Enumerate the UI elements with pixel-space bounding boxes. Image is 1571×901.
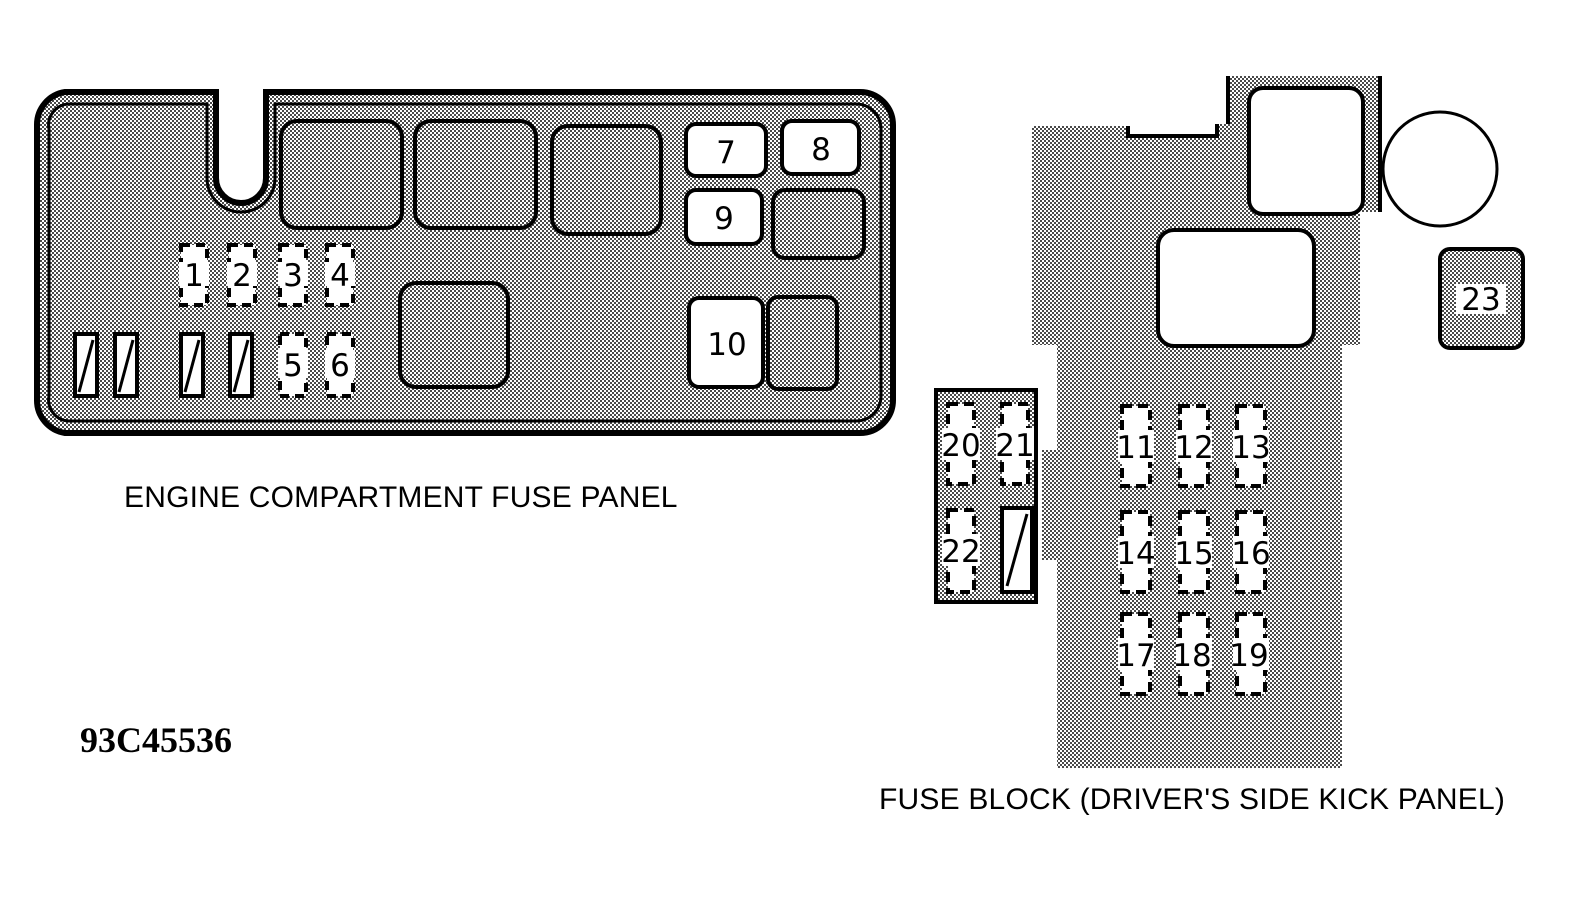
fuse-11-label: 11	[1116, 430, 1155, 466]
relay-socket	[413, 119, 538, 230]
fuse-12-label: 12	[1174, 430, 1213, 466]
relay-socket	[766, 295, 839, 391]
fuse-10-body	[687, 296, 765, 389]
fuse-8-body	[780, 119, 861, 176]
fuse-18-label: 18	[1172, 638, 1211, 674]
fuse-21: 21	[995, 402, 1035, 486]
spare-fuse-slot	[1000, 506, 1034, 594]
fuse-19-label: 19	[1229, 638, 1268, 674]
fuse-6: 6	[325, 332, 355, 398]
spare-fuse-slot	[228, 332, 254, 398]
fuse-6-label: 6	[330, 348, 350, 384]
engine-panel-caption: ENGINE COMPARTMENT FUSE PANEL	[124, 481, 678, 514]
fuse-7-body	[684, 122, 768, 178]
fuse-22: 22	[941, 508, 981, 594]
fuse-3-label: 3	[283, 258, 303, 294]
fuse-14: 14	[1116, 510, 1156, 594]
fuse-9-body	[684, 188, 764, 246]
figure-id: 93C45536	[80, 720, 232, 760]
fuse-7-label: 7	[716, 135, 736, 171]
round-connector	[1381, 110, 1499, 228]
fuse-23-label: 23	[1461, 282, 1500, 318]
fuse-block-caption: FUSE BLOCK (DRIVER'S SIDE KICK PANEL)	[879, 783, 1506, 816]
relay-opening	[1156, 228, 1316, 348]
relay-socket	[279, 119, 404, 230]
fuse-12: 12	[1174, 404, 1214, 488]
fuse-9-label: 9	[714, 201, 734, 237]
spare-fuse-slot	[113, 332, 139, 398]
engine-panel-inner-rim	[47, 102, 883, 423]
fuse-5-label: 5	[283, 348, 303, 384]
fuse-21-label: 21	[995, 428, 1034, 464]
fuse-10-label: 10	[707, 327, 746, 363]
fuse-4: 4	[325, 243, 355, 307]
fuse-15-label: 15	[1174, 536, 1213, 572]
fuse-2-label: 2	[232, 258, 252, 294]
kick-panel-fuse-block: 23 11 12 13 14 15 1	[934, 76, 1525, 768]
fuse-19: 19	[1229, 612, 1269, 696]
fuse-13-label: 13	[1231, 430, 1270, 466]
fuse-5: 5	[278, 332, 308, 398]
relay-socket	[550, 124, 663, 236]
relay-socket	[771, 188, 866, 260]
engine-compartment-panel: 7 8 9 10 1 2 3 4 5	[33, 89, 896, 436]
fuse-16-label: 16	[1231, 536, 1270, 572]
fuse-14-label: 14	[1116, 536, 1155, 572]
fuse-22-label: 22	[941, 534, 980, 570]
fuse-1-label: 1	[184, 258, 204, 294]
spare-fuse-slot	[73, 332, 99, 398]
fuse-3: 3	[278, 243, 308, 307]
relay-opening	[1247, 86, 1365, 216]
relay-socket	[398, 281, 510, 389]
fuse-13: 13	[1231, 404, 1271, 488]
fuse-2: 2	[227, 243, 257, 307]
fuse-18: 18	[1172, 612, 1212, 696]
fuse-17: 17	[1116, 612, 1156, 696]
fuse-1: 1	[179, 243, 209, 307]
fuse-20-label: 20	[941, 428, 980, 464]
fuse-11: 11	[1116, 404, 1156, 488]
fuse-16: 16	[1231, 510, 1271, 594]
fuse-8-label: 8	[811, 132, 831, 168]
fuse-15: 15	[1174, 510, 1214, 594]
fuse-20: 20	[941, 402, 981, 486]
fuse-4-label: 4	[330, 258, 350, 294]
fuse-17-label: 17	[1116, 638, 1155, 674]
spare-fuse-slot	[179, 332, 205, 398]
